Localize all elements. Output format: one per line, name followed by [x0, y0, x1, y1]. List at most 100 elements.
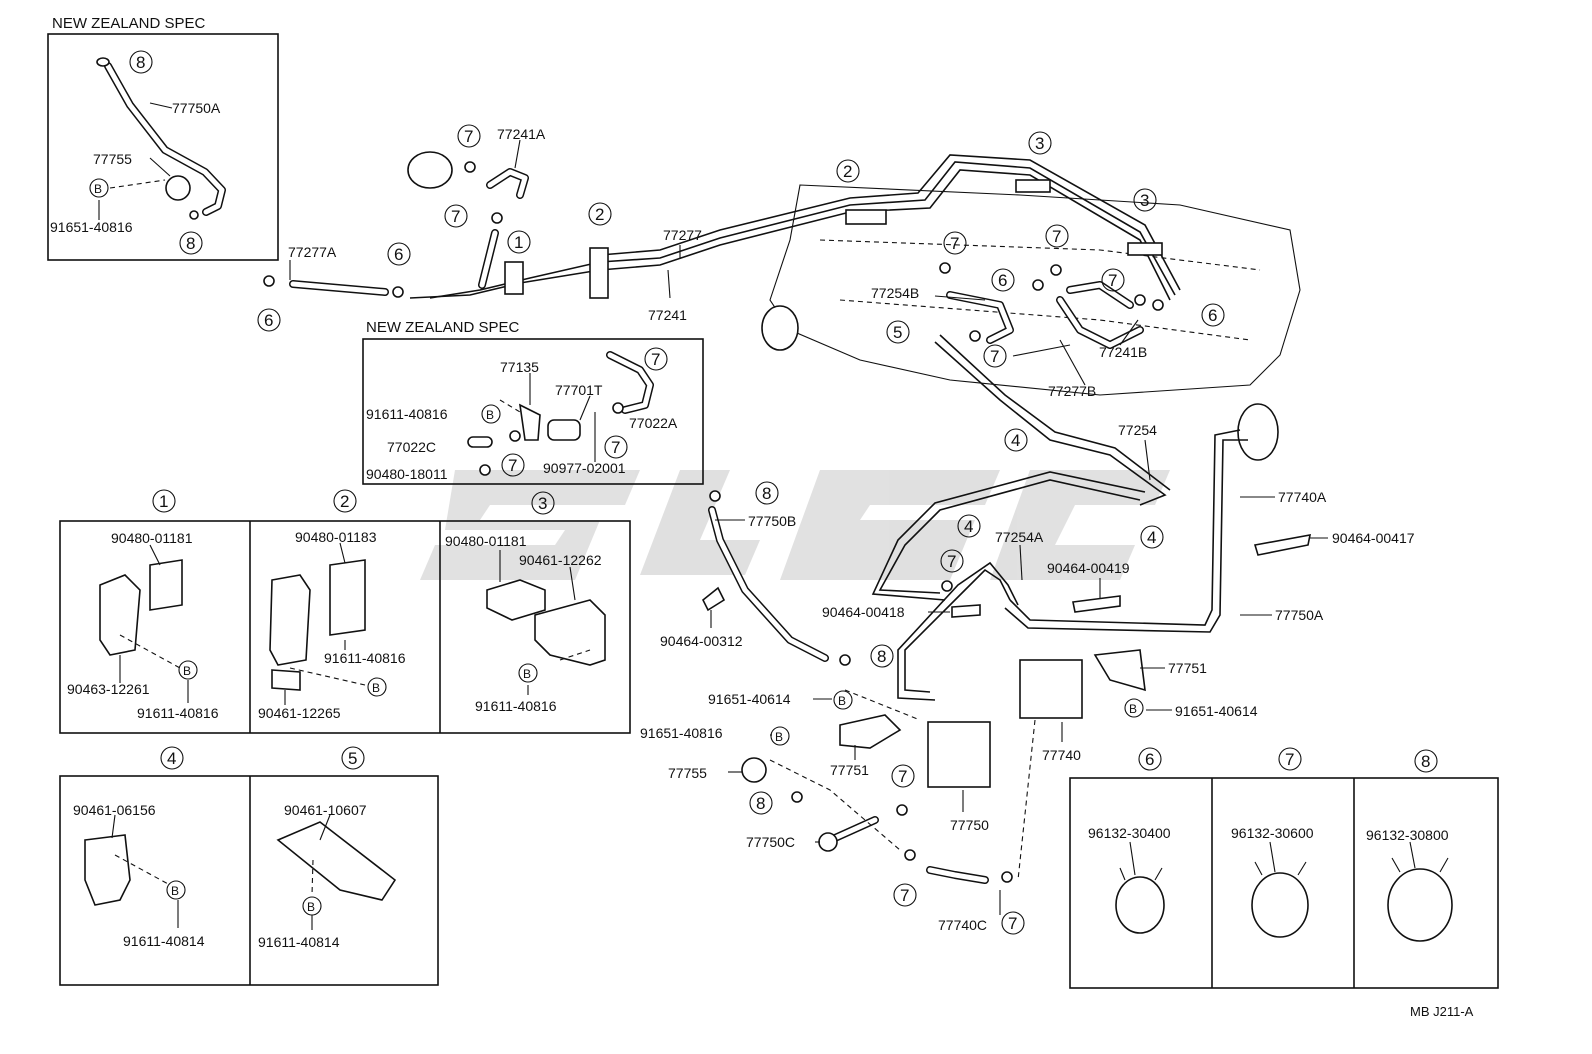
- callout-2: 2: [333, 489, 357, 513]
- hose-icon: [467, 436, 493, 448]
- callout-4: 4: [160, 746, 184, 770]
- label-77022A: 77022A: [629, 415, 678, 431]
- svg-text:7: 7: [900, 886, 909, 905]
- label-77135: 77135: [500, 359, 539, 375]
- callout-7: 7: [444, 204, 468, 228]
- clamp-1-bracket-icon: [99, 574, 141, 656]
- label-77755: 77755: [668, 765, 707, 781]
- svg-text:4: 4: [167, 749, 176, 768]
- fuel-lines: [263, 139, 1328, 915]
- callout-1: 1: [507, 230, 531, 254]
- clip-90464-00418-icon: [951, 604, 981, 618]
- svg-text:6: 6: [1145, 750, 1154, 769]
- callout-8: 8: [749, 791, 773, 815]
- clamp-icon: [263, 275, 275, 287]
- valve-icon: [165, 175, 191, 201]
- bolt-callout: B: [518, 663, 538, 683]
- label-77751-left: 77751: [830, 762, 869, 778]
- part-labels: 77277A 77241A 77277 77241 77254B 77241B …: [288, 126, 1415, 933]
- label-90463-12261: 90463-12261: [67, 681, 150, 697]
- clamp-icon: [969, 330, 981, 342]
- label-91611-40816: 91611-40816: [324, 650, 406, 666]
- label-91651-40816-left: 91651-40816: [640, 725, 723, 741]
- label-77022C: 77022C: [387, 439, 436, 455]
- label-77750A-nz: 77750A: [172, 100, 221, 116]
- clamp-2-base-icon: [271, 669, 301, 691]
- clamp-1-icon: [504, 261, 524, 295]
- callout-3: 3: [531, 491, 555, 515]
- callout-7: 7: [943, 231, 967, 255]
- bracket-77751-icon: [839, 714, 902, 749]
- label-77751-right: 77751: [1168, 660, 1207, 676]
- label-90464-00312: 90464-00312: [660, 633, 743, 649]
- bolt-callout: B: [833, 690, 853, 710]
- callout-7: 7: [891, 764, 915, 788]
- filler-neck-icon: [761, 305, 799, 351]
- label-90464-00419: 90464-00419: [1047, 560, 1130, 576]
- bolt-callout: B: [302, 896, 322, 916]
- svg-text:B: B: [838, 694, 846, 708]
- svg-text:2: 2: [843, 162, 852, 181]
- svg-text:7: 7: [464, 127, 473, 146]
- label-91651-40614-left: 91651-40614: [708, 691, 791, 707]
- svg-text:B: B: [486, 408, 494, 422]
- label-91611-40816-nz: 91611-40816: [366, 406, 448, 422]
- svg-text:6: 6: [1208, 306, 1217, 325]
- label-90461-12262: 90461-12262: [519, 552, 602, 568]
- callout-7: 7: [1001, 911, 1025, 935]
- label-77254B: 77254B: [871, 285, 919, 301]
- svg-text:4: 4: [1011, 431, 1020, 450]
- clamp-icon: [709, 490, 721, 502]
- svg-text:B: B: [372, 681, 380, 695]
- label-77241A: 77241A: [497, 126, 546, 142]
- callout-7: 7: [501, 453, 525, 477]
- callout-7: 7: [457, 124, 481, 148]
- clamp-icon: [839, 654, 851, 666]
- callout-8: 8: [1414, 749, 1438, 773]
- clamp-legend-1-3: 1 2 3 90480-01181 90463-12261 91611-4081…: [59, 489, 631, 734]
- clamp-3-icon: [1015, 179, 1051, 193]
- clamp-icon: [1032, 279, 1044, 291]
- callout-7: 7: [940, 549, 964, 573]
- bolt-callout: B: [770, 726, 790, 746]
- svg-text:B: B: [523, 667, 531, 681]
- svg-text:B: B: [183, 664, 191, 678]
- svg-text:1: 1: [514, 233, 523, 252]
- callout-7: 7: [893, 883, 917, 907]
- svg-text:7: 7: [1108, 271, 1117, 290]
- label-90461-10607: 90461-10607: [284, 802, 367, 818]
- svg-text:8: 8: [186, 234, 195, 253]
- label-77740A: 77740A: [1278, 489, 1327, 505]
- svg-text:B: B: [775, 730, 783, 744]
- svg-text:2: 2: [340, 492, 349, 511]
- svg-text:5: 5: [893, 323, 902, 342]
- clip-8-icon: [1387, 857, 1453, 942]
- clamp-icon: [392, 286, 404, 298]
- label-96132-30400: 96132-30400: [1088, 825, 1171, 841]
- label-90464-00418: 90464-00418: [822, 604, 905, 620]
- clamp-icon: [904, 849, 916, 861]
- bracket-77751-icon: [1093, 649, 1146, 692]
- label-77740: 77740: [1042, 747, 1081, 763]
- clamp-legend-4-5: 4 5 90461-06156 91611-40814 B 90461-1060…: [59, 746, 439, 986]
- svg-text:6: 6: [264, 311, 273, 330]
- callout-4: 4: [1140, 525, 1164, 549]
- reference-code: MB J211-A: [1410, 1004, 1474, 1019]
- clamp-icon: [491, 212, 503, 224]
- label-77750A: 77750A: [1275, 607, 1324, 623]
- clamp-3-icon: [1127, 242, 1163, 256]
- svg-text:B: B: [171, 884, 179, 898]
- clamp-2-icon: [589, 247, 609, 299]
- svg-text:4: 4: [964, 517, 973, 536]
- callout-6: 6: [1201, 303, 1225, 327]
- clamp-icon: [509, 430, 521, 442]
- clamp-icon: [896, 804, 908, 816]
- callout-7: 7: [644, 347, 668, 371]
- clamp-icon: [939, 262, 951, 274]
- label-91611-40816: 91611-40816: [137, 705, 219, 721]
- port-icon: [818, 832, 838, 852]
- callout-7: 7: [1101, 268, 1125, 292]
- bolt-callout: B: [367, 677, 387, 697]
- clamp-icon: [612, 402, 624, 414]
- svg-text:6: 6: [394, 245, 403, 264]
